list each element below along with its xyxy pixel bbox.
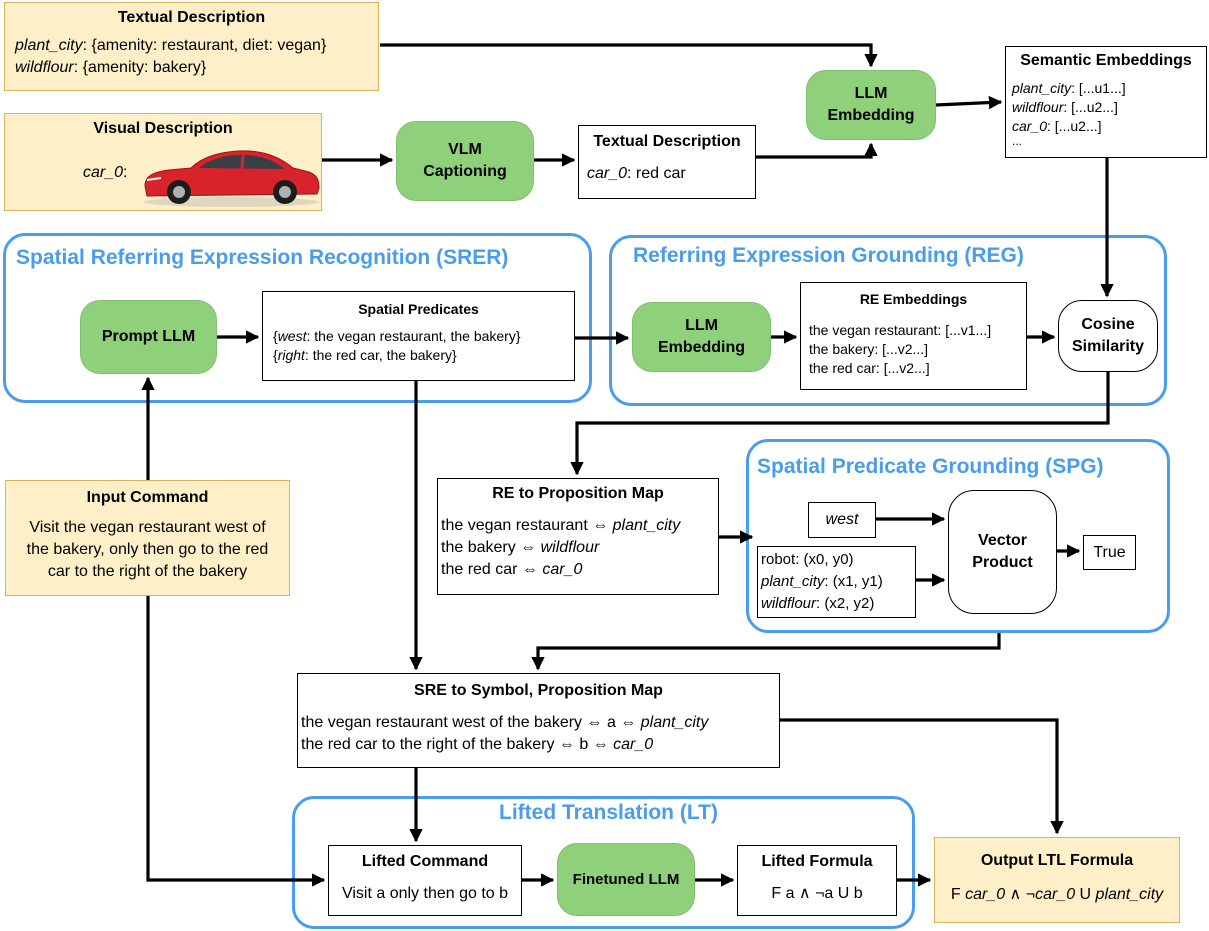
plant-city-key: plant_city — [15, 37, 83, 54]
prompt-llm-node: Prompt LLM — [80, 300, 217, 374]
arrow-cosine-to-reprop — [570, 372, 1110, 476]
lifted-command: Lifted Command Visit a only then go to b — [328, 845, 522, 916]
visual-description: Visual Description car_0: — [4, 113, 322, 211]
car0-label: car_0 — [83, 164, 124, 181]
visual-description-title: Visual Description — [93, 120, 233, 137]
wildflour-key: wildflour — [15, 59, 74, 76]
output-ltl-formula: Output LTL Formula F car_0 ∧ ¬car_0 U pl… — [934, 837, 1180, 923]
textual-description-mid: Textual Description car_0: red car — [578, 125, 756, 199]
arrow-command-to-lifted-command — [146, 596, 326, 887]
coordinates-box: robot: (x0, y0) plant_city: (x1, y1) wil… — [757, 546, 916, 618]
sre-symbol-proposition-map: SRE to Symbol, Proposition Map the vegan… — [297, 673, 780, 768]
arrow-sre-to-output — [780, 718, 1064, 835]
red-car-image — [143, 150, 320, 207]
textual-description-top: Textual Description plant_city: {amenity… — [4, 2, 379, 91]
lifted-formula: Lifted Formula F a ∧ ¬a U b — [737, 845, 897, 916]
predicate-west-box: west — [808, 502, 876, 538]
plant-city-attrs: : {amenity: restaurant, diet: vegan} — [82, 37, 327, 54]
llm-embedding-top-node: LLM Embedding — [806, 70, 936, 140]
reg-title: Referring Expression Grounding (REG) — [633, 244, 1024, 267]
arrow-textual-to-embedding — [380, 43, 878, 68]
llm-embedding-reg-node: LLM Embedding — [632, 302, 771, 372]
reg-group — [609, 235, 1167, 406]
re-proposition-map: RE to Proposition Map the vegan restaura… — [437, 478, 719, 595]
re-embeddings: RE Embeddings the vegan restaurant: [...… — [800, 282, 1027, 390]
srer-group — [3, 233, 592, 403]
textual-description-top-title: Textual Description — [117, 9, 266, 26]
vlm-captioning-node: VLM Captioning — [396, 121, 534, 201]
arrow-textual-to-embedding-2 — [756, 142, 878, 159]
result-true-box: True — [1083, 535, 1136, 570]
srer-title: Spatial Referring Expression Recognition… — [16, 246, 509, 269]
spg-title: Spatial Predicate Grounding (SPG) — [757, 455, 1104, 478]
input-command: Input Command Visit the vegan restaurant… — [5, 480, 290, 596]
vector-product-node: Vector Product — [948, 490, 1057, 614]
semantic-embeddings: Semantic Embeddings plant_city: [...u1..… — [1005, 46, 1207, 158]
spatial-predicates: Spatial Predicates {west: the vegan rest… — [262, 291, 575, 381]
wildflour-attrs: : {amenity: bakery} — [73, 59, 207, 76]
lt-group — [292, 796, 915, 929]
arrow-embedding-to-semantic — [935, 95, 1003, 110]
cosine-similarity-node: Cosine Similarity — [1058, 300, 1158, 372]
lt-title: Lifted Translation (LT) — [499, 801, 718, 824]
finetuned-llm-node: Finetuned LLM — [557, 843, 695, 916]
arrow-spg-to-sre — [531, 633, 1001, 671]
